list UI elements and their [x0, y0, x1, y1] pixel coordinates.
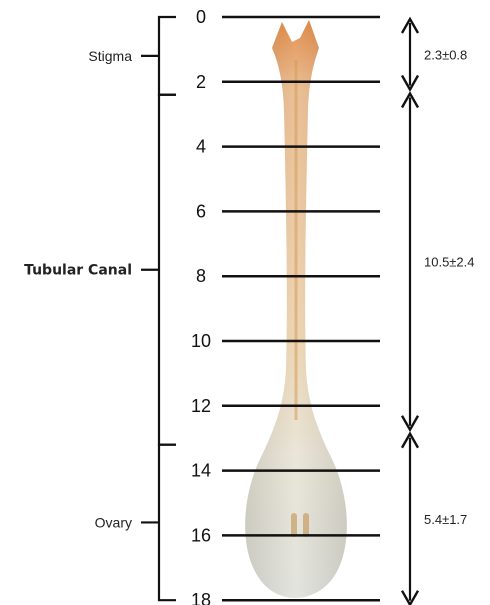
measurement-label-1: 10.5±2.4 [424, 255, 475, 270]
tick-label-6: 6 [196, 201, 206, 221]
region-label-stigma: Stigma [88, 48, 132, 64]
bracket-ovary [141, 445, 176, 601]
bracket-stigma [141, 17, 176, 95]
tick-label-18: 18 [191, 590, 211, 605]
bracket-tubular-canal [141, 95, 176, 445]
tick-label-14: 14 [191, 461, 211, 481]
tick-label-4: 4 [196, 137, 206, 157]
tick-label-16: 16 [191, 525, 211, 545]
tick-label-10: 10 [191, 331, 211, 351]
measurement-label-2: 5.4±1.7 [424, 512, 467, 527]
region-label-ovary: Ovary [95, 514, 132, 530]
pistil-image [245, 20, 347, 598]
tick-label-12: 12 [191, 396, 211, 416]
scale-tick-labels: 0 2 4 6 8 10 12 14 16 18 [191, 7, 211, 605]
tick-label-8: 8 [196, 266, 206, 286]
style-center-line [296, 60, 297, 420]
measurement-arrows: 2.3±0.8 10.5±2.4 5.4±1.7 [402, 19, 475, 605]
tick-label-2: 2 [196, 72, 206, 92]
ovule-left [291, 513, 297, 537]
measurement-label-0: 2.3±0.8 [424, 47, 467, 62]
tick-label-0: 0 [196, 7, 206, 27]
ovule-right [303, 513, 309, 537]
region-label-tubular-canal: Tubular Canal [24, 263, 132, 279]
